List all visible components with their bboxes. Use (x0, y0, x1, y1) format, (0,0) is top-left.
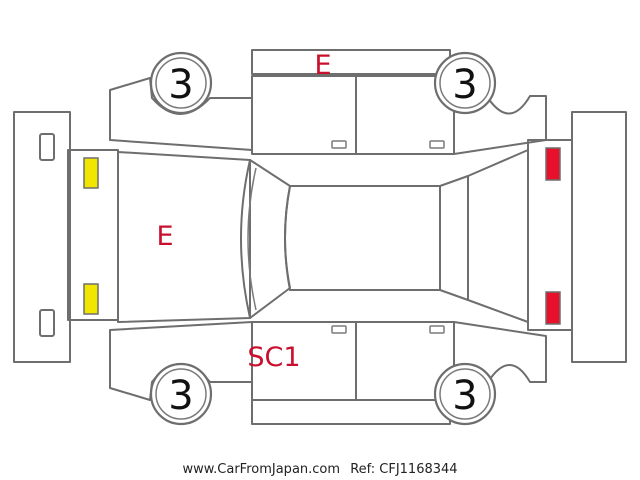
rear-bumper (571, 111, 627, 363)
footer-site: www.CarFromJapan.com (182, 462, 340, 477)
hood (117, 151, 251, 323)
footer-ref: Ref: CFJ1168344 (350, 462, 457, 477)
tire-grade-rear-left: 3 (168, 373, 193, 419)
wheel-rear-right (433, 362, 497, 426)
wheel-rear-left (149, 362, 213, 426)
tire-grade-front-left: 3 (168, 62, 193, 108)
wheel-front-left (149, 51, 213, 115)
roof (284, 185, 441, 291)
windshield (240, 159, 291, 319)
tailgate (467, 149, 529, 323)
front-lamp-icon (83, 157, 99, 189)
front-bumper (13, 111, 71, 363)
tire-grade-front-right: 3 (452, 62, 477, 108)
damage-code-side: SC1 (247, 342, 300, 373)
front-lamp-icon (83, 283, 99, 315)
rear-lamp-icon (545, 147, 561, 181)
footer-watermark: www.CarFromJapan.com Ref: CFJ1168344 (182, 462, 457, 477)
damage-code-roof-rail: E (314, 50, 331, 81)
wheel-front-right (433, 51, 497, 115)
rear-lamp-icon (545, 291, 561, 325)
damage-code-hood: E (156, 221, 173, 252)
tire-grade-rear-right: 3 (452, 373, 477, 419)
rear-window (439, 175, 469, 301)
